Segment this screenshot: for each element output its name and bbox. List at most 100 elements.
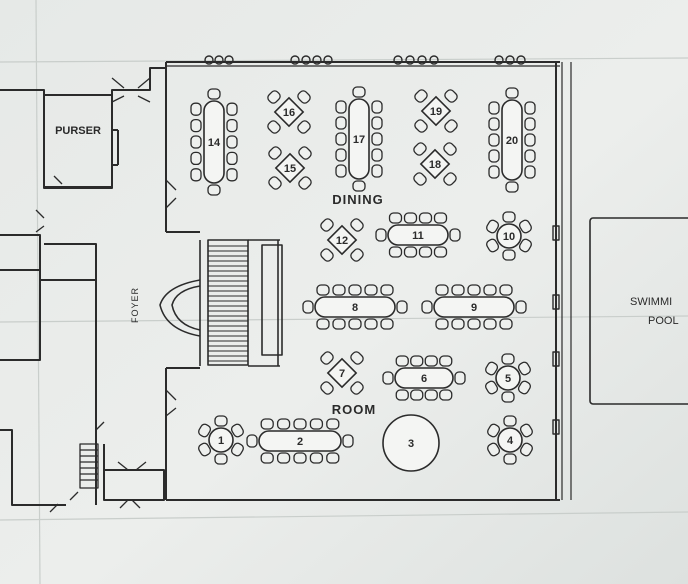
pool-label-line1: SWIMMI xyxy=(630,296,672,308)
chair xyxy=(488,101,500,115)
chair xyxy=(413,142,427,156)
table-top xyxy=(273,96,305,128)
table-number-label: 16 xyxy=(283,107,295,119)
chair xyxy=(207,184,221,196)
chair xyxy=(214,415,228,427)
chair xyxy=(371,148,383,162)
chair xyxy=(226,151,238,166)
chair xyxy=(435,284,449,296)
chair xyxy=(414,119,428,133)
chair xyxy=(395,355,409,367)
chair xyxy=(517,361,531,376)
service-stairs xyxy=(79,443,99,489)
table-8: 8 xyxy=(302,284,408,330)
chair xyxy=(413,172,427,186)
chair xyxy=(320,351,334,365)
chair xyxy=(297,120,311,134)
chair xyxy=(268,146,282,160)
chair xyxy=(190,168,202,182)
chair xyxy=(501,353,515,365)
chair xyxy=(499,284,513,296)
table-10: 10 xyxy=(486,211,532,261)
chair xyxy=(518,238,532,253)
chair xyxy=(352,86,366,98)
chair xyxy=(332,318,346,330)
chair xyxy=(403,212,418,224)
chair xyxy=(335,116,347,130)
chair xyxy=(488,165,500,179)
purser-room xyxy=(43,94,119,188)
chair xyxy=(276,452,291,464)
chair xyxy=(226,102,238,116)
chair xyxy=(519,442,533,457)
table-number-label: 18 xyxy=(429,159,441,171)
chair xyxy=(424,355,438,367)
table-9: 9 xyxy=(421,284,527,330)
table-top xyxy=(495,365,521,391)
dining-label: DINING xyxy=(332,192,384,207)
table-20: 20 xyxy=(488,87,536,193)
table-number-label: 10 xyxy=(503,231,515,243)
chair xyxy=(332,284,346,296)
chair xyxy=(444,119,458,133)
chair xyxy=(486,219,500,234)
table-top xyxy=(394,367,454,389)
pool-label-line2: POOL xyxy=(648,315,679,327)
chair xyxy=(309,418,324,430)
chair xyxy=(451,284,465,296)
chair xyxy=(485,380,499,395)
chair xyxy=(503,415,517,427)
chair xyxy=(207,88,221,100)
chair xyxy=(316,318,330,330)
chair xyxy=(198,423,212,438)
chair xyxy=(483,318,497,330)
chair xyxy=(382,371,394,385)
chair xyxy=(487,442,501,457)
chair xyxy=(505,181,519,193)
chair xyxy=(380,318,394,330)
chair xyxy=(439,355,453,367)
table-top xyxy=(420,95,452,127)
chair xyxy=(348,284,362,296)
chair xyxy=(502,211,516,223)
table-top xyxy=(326,357,358,389)
table-4: 4 xyxy=(487,415,533,465)
chair xyxy=(524,165,536,179)
chair xyxy=(505,87,519,99)
chair xyxy=(309,452,324,464)
chair xyxy=(501,391,515,403)
chair xyxy=(410,389,424,401)
lower-entry xyxy=(103,469,165,501)
chair xyxy=(454,371,466,385)
chair xyxy=(524,149,536,163)
chair xyxy=(503,453,517,465)
table-top xyxy=(258,430,342,452)
chair xyxy=(518,219,532,234)
table-number-label: 5 xyxy=(505,373,511,385)
table-top xyxy=(348,98,370,180)
table-top xyxy=(497,427,523,453)
swimming-pool-outline xyxy=(589,217,688,405)
chair xyxy=(226,118,238,133)
chair xyxy=(418,246,433,258)
chair xyxy=(226,135,238,149)
chair xyxy=(439,389,453,401)
chair xyxy=(298,176,312,190)
chair xyxy=(375,228,387,242)
table-3: 3 xyxy=(382,414,440,472)
table-top xyxy=(208,427,234,453)
table-top xyxy=(387,224,449,246)
table-top xyxy=(274,152,306,184)
chair xyxy=(350,248,364,262)
chair xyxy=(517,380,531,395)
chair xyxy=(499,318,513,330)
chair xyxy=(410,355,424,367)
chair xyxy=(524,133,536,147)
purser-label: PURSER xyxy=(55,125,101,137)
chair xyxy=(297,90,311,104)
chair xyxy=(335,164,347,178)
room-label: ROOM xyxy=(332,402,376,417)
chair xyxy=(268,176,282,190)
